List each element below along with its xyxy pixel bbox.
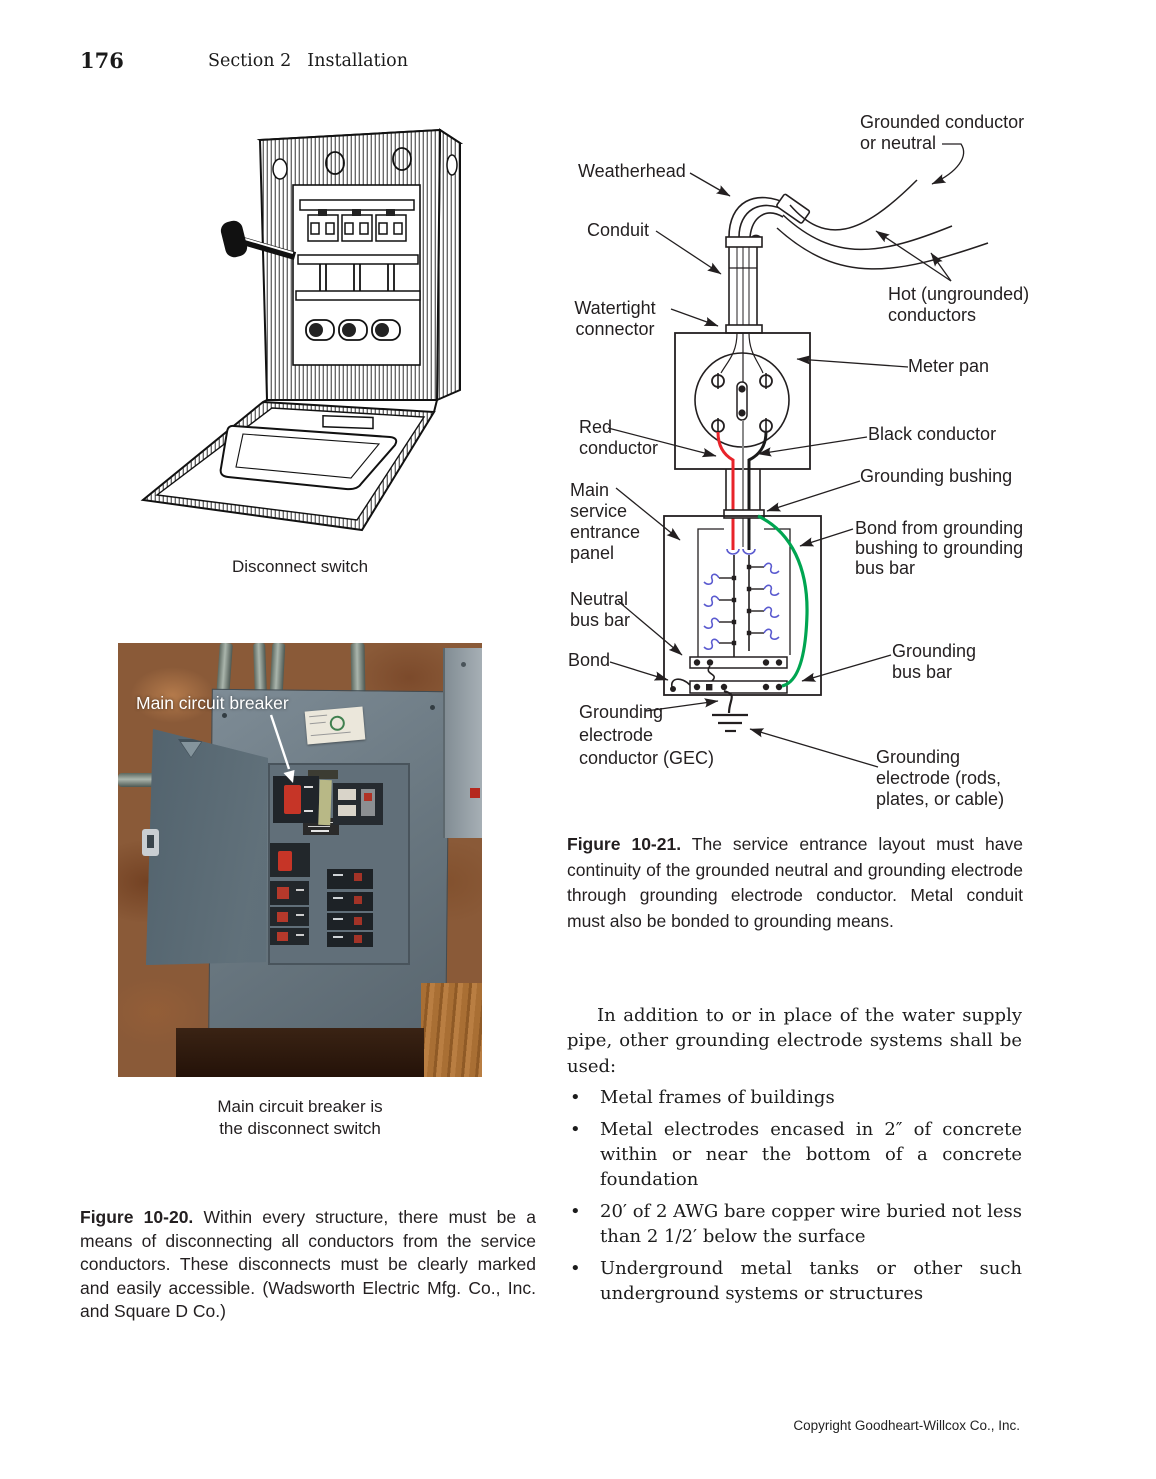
adjacent-box [443, 648, 482, 838]
copyright-line: Copyright Goodheart-Willcox Co., Inc. [793, 1418, 1020, 1433]
list-item: • 20′ of 2 AWG bare copper wire buried n… [567, 1199, 1022, 1250]
red-conductor-wire [716, 431, 735, 550]
panel-door [146, 729, 268, 965]
breaker-symbols [703, 562, 780, 650]
figure-10-20-caption-text: Within every structure, there must be a … [80, 1207, 536, 1321]
figure-10-20-caption-lead: Figure 10-20. [80, 1207, 194, 1227]
label-weatherhead: Weatherhead [578, 161, 686, 181]
breaker [327, 913, 373, 930]
rating-label [308, 770, 338, 779]
figure-10-21-caption-lead: Figure 10-21. [567, 834, 682, 854]
enclosure-bond [671, 678, 691, 688]
label-bond: Bond [568, 650, 611, 670]
bond-jumper [707, 665, 715, 682]
disconnect-switch-caption: Disconnect switch [231, 557, 369, 576]
list-item: • Metal frames of buildings [567, 1085, 1022, 1110]
running-head: Section 2 Installation [208, 51, 424, 71]
label-red-conductor: Red conductor [579, 417, 659, 458]
list-item: • Underground metal tanks or other such … [567, 1256, 1022, 1307]
photo-label-arrow [269, 714, 295, 783]
neutral-bus-bar-shape [689, 656, 788, 669]
switch-handle [220, 220, 297, 260]
black-conductor-wire [747, 431, 768, 550]
main-breaker [273, 776, 319, 823]
page-number: 176 [80, 48, 124, 73]
door-latch [142, 829, 159, 856]
running-head-section: Section 2 [208, 51, 292, 71]
label-gec: Grounding electrode conductor (GEC) [579, 702, 715, 768]
shadow [176, 1028, 424, 1077]
breaker-panel-photo: Main circuit breaker [118, 643, 482, 1077]
figure-10-20-caption: Figure 10-20. Within every structure, th… [80, 1206, 536, 1324]
breaker [270, 881, 309, 905]
label-hot-conductors: Hot (ungrounded) conductors [888, 284, 1030, 325]
label-grounding-bushing: Grounding bushing [860, 466, 1013, 486]
body-text: In addition to or in place of the water … [567, 1003, 1022, 1306]
breaker [327, 932, 373, 947]
neutral-service-wire [789, 179, 918, 231]
running-head-title: Installation [307, 51, 408, 71]
breaker [270, 907, 309, 926]
bullet-glyph: • [570, 1257, 581, 1279]
label-black-conductor: Black conductor [868, 424, 997, 444]
grounding-bushing-fitting [723, 509, 765, 519]
bullet-glyph: • [570, 1087, 581, 1109]
disconnect-switch-drawing [140, 128, 464, 532]
bullet-glyph: • [570, 1118, 581, 1140]
hot-service-wire-1 [782, 214, 953, 251]
grounding-bus-bar-shape [689, 680, 788, 694]
breaker [327, 869, 373, 889]
breaker [327, 892, 373, 911]
label-meter-pan: Meter pan [908, 356, 990, 376]
label-main-service-panel: Main service entrance panel [570, 480, 641, 563]
service-entrance-diagram [607, 143, 989, 768]
label-grounded-conductor: Grounded conductor or neutral [860, 112, 1025, 153]
breaker [270, 928, 309, 945]
bullet-glyph: • [570, 1200, 581, 1222]
label-grounding-bus-bar: Grounding bus bar [892, 641, 977, 682]
label-watertight-connector: Watertight connector [574, 298, 656, 339]
photo-overlay-label: Main circuit breaker [136, 693, 289, 713]
panel-screw [430, 705, 435, 710]
figure-10-21-caption-text: The service entrance layout must have co… [567, 834, 1023, 931]
watertight-connector-fitting [725, 324, 763, 334]
label-bond-from-bushing: Bond from grounding bushing to grounding… [855, 518, 1024, 578]
photo-caption: Main circuit breaker is the disconnect s… [217, 1097, 383, 1138]
panel-screw [222, 713, 227, 718]
label-conduit: Conduit [587, 220, 650, 240]
gec-wire [723, 689, 733, 714]
label-grounding-electrode: Grounding electrode (rods, plates, or ca… [876, 747, 1005, 809]
label-neutral-bus-bar: Neutral bus bar [570, 589, 631, 630]
hot-service-wire-2 [776, 227, 989, 270]
breaker [333, 783, 383, 825]
list-item: • Metal electrodes encased in 2″ of conc… [567, 1117, 1022, 1193]
body-intro: In addition to or in place of the water … [567, 1005, 1022, 1077]
wood-plank [421, 983, 482, 1077]
main-panel-box [663, 515, 822, 696]
green-bond-wire [757, 514, 809, 688]
figure-10-21-caption: Figure 10-21. The service entrance layou… [567, 832, 1023, 934]
breaker [270, 843, 310, 877]
